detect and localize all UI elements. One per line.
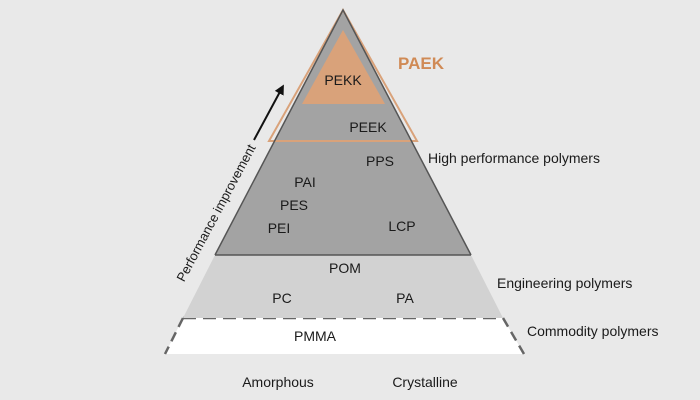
commodity-tier <box>165 318 524 354</box>
polymer-label-pps: PPS <box>366 153 394 169</box>
pekk-region <box>302 30 385 104</box>
polymer-label-pa: PA <box>396 290 414 306</box>
polymer-label-pom: POM <box>329 260 361 276</box>
commodity-tier-left-edge <box>163 317 185 355</box>
paek-title: PAEK <box>398 54 445 73</box>
polymer-label-peek: PEEK <box>349 119 387 135</box>
polymer-label-pai: PAI <box>294 174 316 190</box>
polymer-label-pmma: PMMA <box>294 328 337 344</box>
polymer-label-lcp: LCP <box>388 218 415 234</box>
engineering-tier <box>183 255 503 318</box>
polymer-label-pc: PC <box>272 290 291 306</box>
polymer-label-pes: PES <box>280 197 308 213</box>
commodity-tier-right-edge <box>501 317 526 355</box>
paek-outline <box>267 7 419 142</box>
axis-label-crystalline: Crystalline <box>392 374 458 390</box>
axis-label-amorphous: Amorphous <box>242 374 314 390</box>
polymer-label-pei: PEI <box>268 220 291 236</box>
polymer-label-pekk: PEKK <box>324 72 362 88</box>
tier-label-engineering: Engineering polymers <box>497 275 632 291</box>
tier-label-high-performance: High performance polymers <box>428 150 600 166</box>
high-performance-tier <box>215 10 471 255</box>
pyramid-outline <box>214 8 472 256</box>
performance-arrow <box>253 84 284 141</box>
tier-label-commodity: Commodity polymers <box>527 323 658 339</box>
